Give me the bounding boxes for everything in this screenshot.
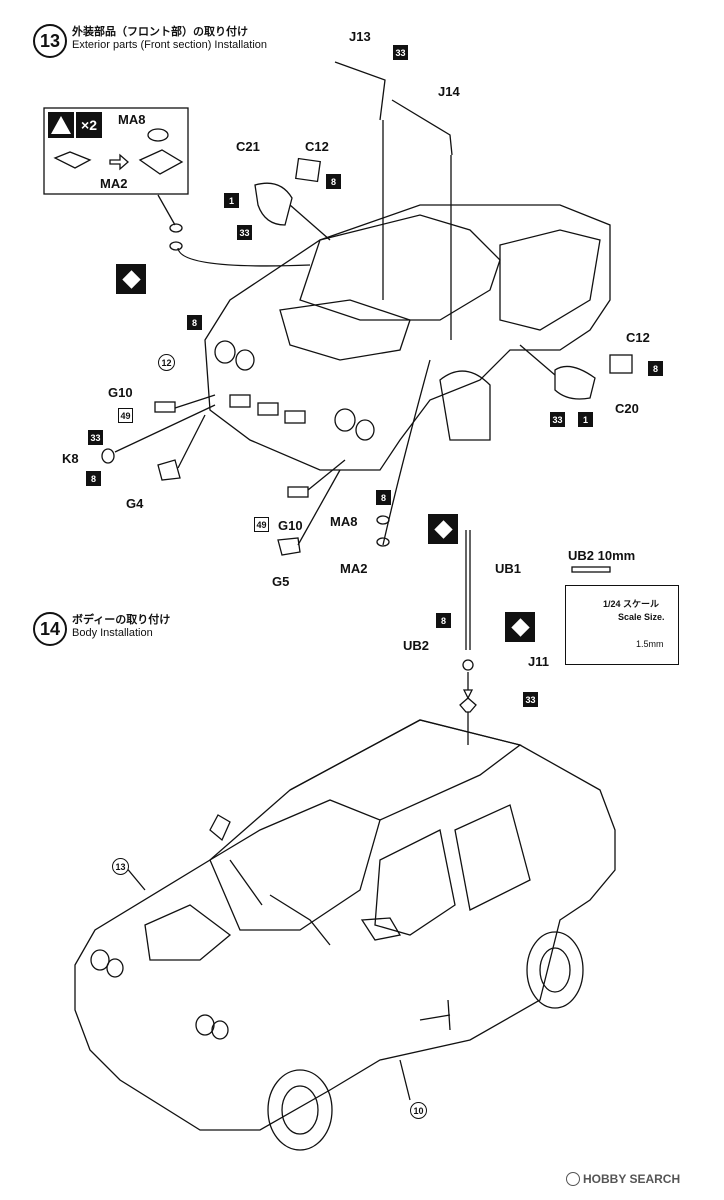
paint-8-ub2: 8 [436, 613, 451, 628]
step-13-title-en: Exterior parts (Front section) Installat… [72, 39, 268, 51]
paint-33-j13: 33 [393, 45, 408, 60]
label-ma8-inset: MA8 [118, 112, 146, 127]
paint-49-g10-left: 49 [118, 408, 133, 423]
watermark-logo-icon [566, 1172, 580, 1186]
car-front-section-drawing [43, 61, 633, 556]
label-g4: G4 [126, 496, 144, 511]
scale-en: Scale Size. [618, 612, 665, 622]
inset-warning-icon [48, 112, 74, 138]
step-14-title-en: Body Installation [72, 627, 153, 639]
step-14-title-jp: ボディーの取り付け [72, 614, 171, 626]
watermark: HOBBY SEARCH [566, 1172, 680, 1186]
label-ma2-inset: MA2 [100, 176, 128, 191]
label-g10-left: G10 [108, 385, 133, 400]
paint-33-c21: 33 [237, 225, 252, 240]
label-g5: G5 [272, 574, 290, 589]
paint-8-k8: 8 [86, 471, 101, 486]
paint-8-lower: 8 [376, 490, 391, 505]
label-ma2: MA2 [340, 561, 368, 576]
paint-33-c20: 33 [550, 412, 565, 427]
paint-8-bumper: 8 [187, 315, 202, 330]
step-ref-13: 13 [112, 858, 129, 875]
step-13-title-jp: 外装部品（フロント部）の取り付け [72, 26, 248, 38]
label-c12-side: C12 [626, 330, 650, 345]
scale-box [565, 585, 679, 665]
scale-jp: 1/24 スケール [603, 599, 660, 609]
label-c21: C21 [236, 139, 260, 154]
label-ub2: UB2 [403, 638, 430, 653]
label-c20: C20 [615, 401, 639, 416]
alignment-mark-icon [505, 612, 535, 642]
paint-8-c12: 8 [326, 174, 341, 189]
label-c12-front: C12 [305, 139, 329, 154]
label-j14: J14 [438, 84, 460, 99]
paint-33-k8: 33 [88, 430, 103, 445]
alignment-mark-icon [116, 264, 146, 294]
label-k8: K8 [62, 451, 79, 466]
step-number-14: 14 [33, 612, 67, 646]
label-j13: J13 [349, 29, 371, 44]
label-ub1: UB1 [495, 561, 522, 576]
paint-49-g10-right: 49 [254, 517, 269, 532]
watermark-text: HOBBY SEARCH [583, 1172, 681, 1186]
paint-8-c12-side: 8 [648, 361, 663, 376]
label-g10-right: G10 [278, 518, 303, 533]
paint-12-front: 12 [158, 354, 175, 371]
step-number-13: 13 [33, 24, 67, 58]
label-ma8: MA8 [330, 514, 358, 529]
label-j11: J11 [528, 654, 549, 669]
alignment-mark-icon [428, 514, 458, 544]
step-ref-10: 10 [410, 1102, 427, 1119]
paint-1-c21: 1 [224, 193, 239, 208]
scale-dim: 1.5mm [636, 639, 664, 649]
scale-header: UB2 10mm [568, 548, 636, 563]
paint-1-c20: 1 [578, 412, 593, 427]
paint-33-j11: 33 [523, 692, 538, 707]
inset-multiplier: ×2 [76, 112, 102, 138]
